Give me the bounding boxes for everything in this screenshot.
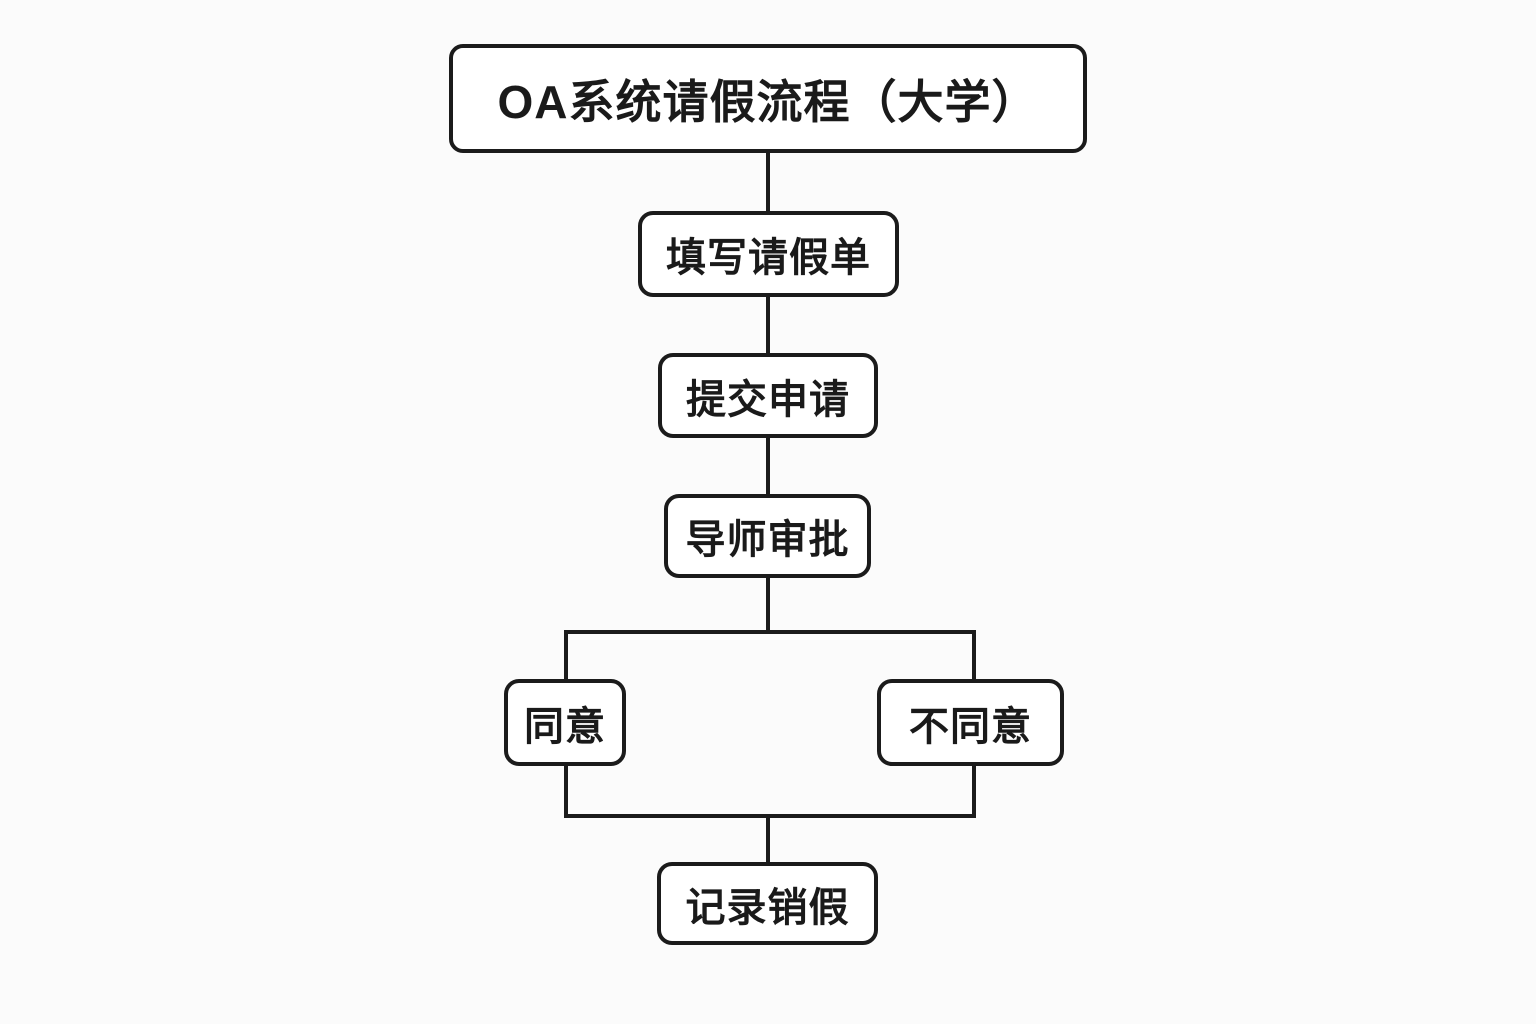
- connector-advisor-to-branch: [766, 576, 770, 634]
- flow-node-disagree-label: 不同意: [909, 704, 1032, 749]
- connector-submit-to-advisor: [766, 436, 770, 497]
- flow-node-fill-form-label: 填写请假单: [666, 236, 871, 280]
- branch-bottom-horizontal: [564, 814, 976, 818]
- branch-top-horizontal: [564, 630, 976, 634]
- flow-node-record-label: 记录销假: [685, 885, 850, 930]
- flow-node-disagree: 不同意: [877, 679, 1064, 766]
- connector-branch-to-record: [766, 814, 770, 866]
- flow-node-title: OA系统请假流程（大学）: [449, 44, 1087, 153]
- flow-node-submit-label: 提交申请: [686, 377, 850, 422]
- connector-title-to-fillform: [766, 150, 770, 214]
- flow-node-submit: 提交申请: [658, 353, 878, 438]
- flow-node-title-label: OA系统请假流程（大学）: [497, 75, 1039, 128]
- connector-fillform-to-submit: [766, 295, 770, 356]
- flow-node-agree: 同意: [504, 679, 626, 766]
- flow-node-fill-form: 填写请假单: [638, 211, 899, 297]
- flow-node-advisor-review-label: 导师审批: [685, 518, 850, 562]
- flow-node-agree-label: 同意: [524, 704, 606, 749]
- flow-node-advisor-review: 导师审批: [664, 494, 871, 578]
- flow-node-record: 记录销假: [657, 862, 878, 945]
